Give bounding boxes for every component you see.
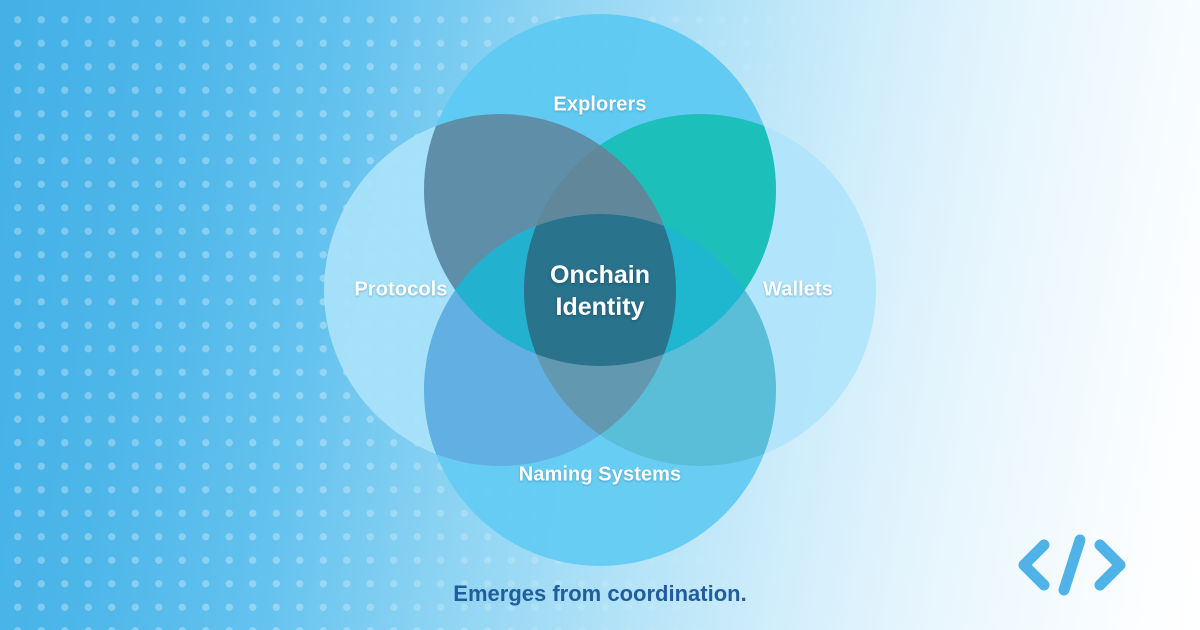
- caption-text: Emerges from coordination.: [453, 581, 747, 606]
- overlap-protocols-wallets: [524, 114, 676, 466]
- code-brackets-icon: [1018, 534, 1126, 596]
- overlap-explorers-naming: [424, 214, 776, 366]
